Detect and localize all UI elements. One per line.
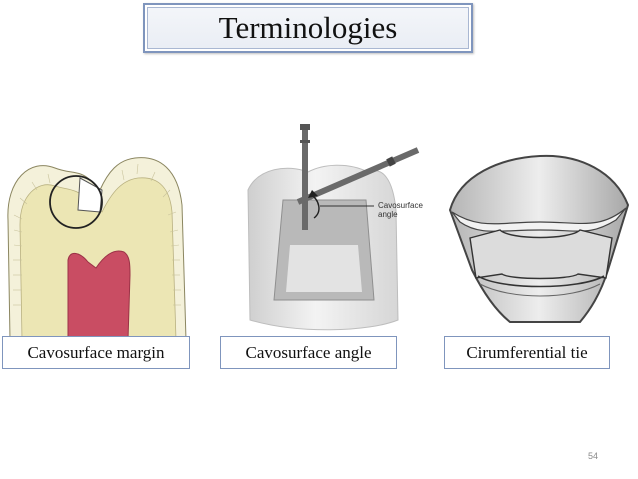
- caption-cavosurface-angle: Cavosurface angle: [220, 336, 397, 369]
- tie-inner-box: [469, 229, 613, 280]
- margin-highlight-circle: [49, 175, 103, 229]
- vertical-instrument: [300, 124, 310, 230]
- angled-instrument: [296, 147, 420, 205]
- cavity-floor: [286, 245, 362, 292]
- caption-circumferential-tie: Cirumferential tie: [444, 336, 610, 369]
- arrowhead-icon: [308, 190, 318, 198]
- tie-groove: [477, 275, 605, 288]
- caption-cavosurface-margin: Cavosurface margin: [2, 336, 190, 369]
- tooth-cross-section-illustration: [7, 157, 187, 340]
- cavity-preparation: [77, 177, 103, 213]
- page-number: 54: [588, 451, 599, 461]
- tie-lower-band: [479, 283, 601, 297]
- cavosurface-angle-illustration: Cavosurface angle: [247, 124, 423, 331]
- annotation-line-2: angle: [378, 210, 398, 219]
- slide-title: Terminologies: [143, 3, 473, 53]
- annotation-line-1: Cavosurface: [378, 201, 423, 210]
- enamel-rods: [13, 163, 181, 306]
- circumferential-tie-illustration: [448, 154, 630, 323]
- occlusal-bevel: [451, 207, 627, 232]
- pulp-chamber: [67, 250, 131, 340]
